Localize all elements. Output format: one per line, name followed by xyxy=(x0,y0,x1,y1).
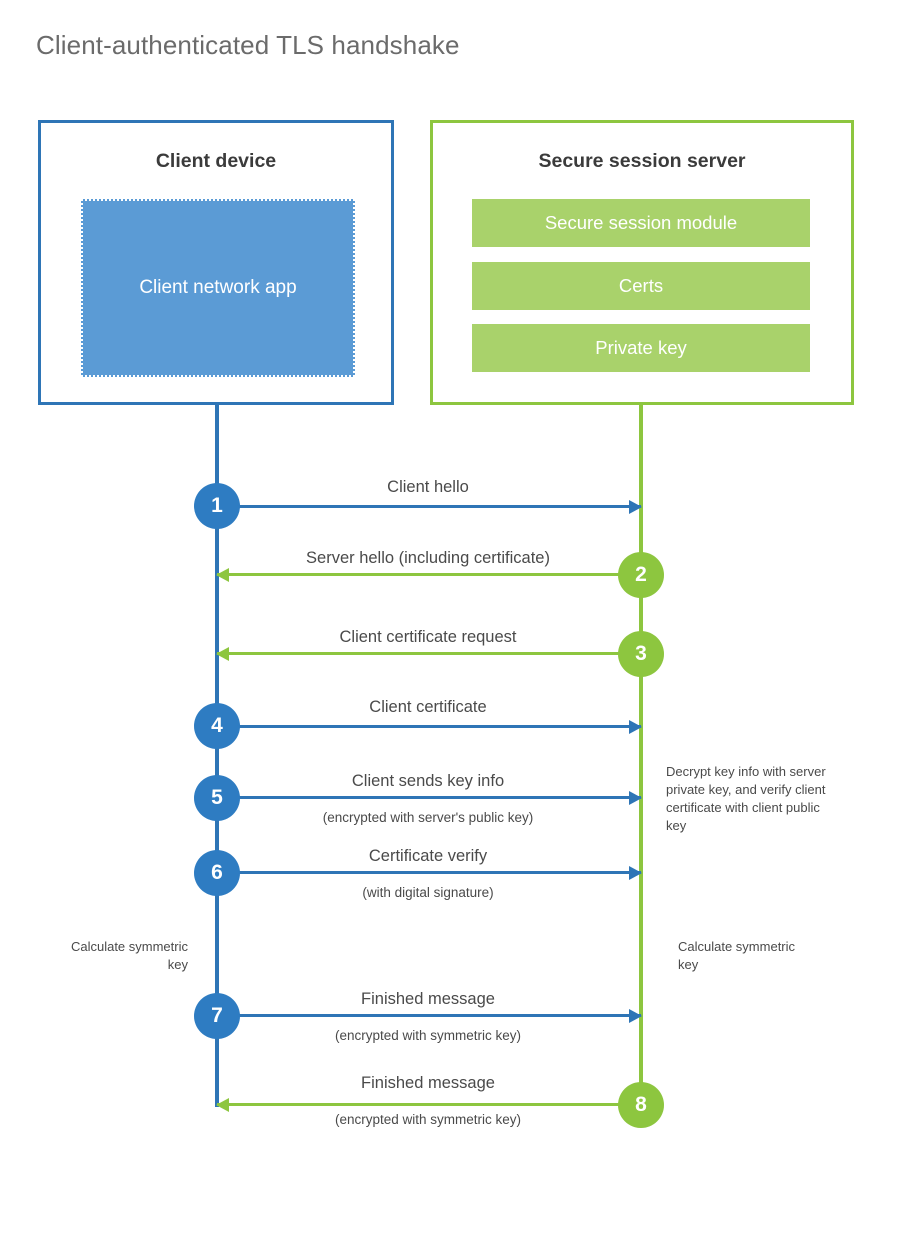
arrow-step-6 xyxy=(217,865,642,880)
client-device-box: Client device Client network app xyxy=(38,120,394,405)
message-label-step-4: Client certificate xyxy=(369,698,487,716)
server-component-private-key: Private key xyxy=(472,324,810,372)
client-device-title: Client device xyxy=(155,150,277,172)
arrow-step-3 xyxy=(216,646,641,661)
server-lifeline xyxy=(639,405,643,1107)
message-sublabel-step-6: (with digital signature) xyxy=(362,885,494,900)
message-label-step-2: Server hello (including certificate) xyxy=(306,549,550,567)
arrowhead-right-icon xyxy=(629,719,642,734)
arrowhead-right-icon xyxy=(629,790,642,805)
step-marker-6: 6 xyxy=(194,850,240,896)
client-network-app-block: Client network app xyxy=(81,199,355,377)
server-component-secure-session-module: Secure session module xyxy=(472,199,810,247)
step-marker-8: 8 xyxy=(618,1082,664,1128)
message-label-step-7: Finished message xyxy=(361,990,495,1008)
step-marker-7: 7 xyxy=(194,993,240,1039)
client-network-app-label: Client network app xyxy=(139,277,297,298)
arrowhead-left-icon xyxy=(216,1097,229,1112)
server-calculate-symmetric-key-note: Calculate symmetric key xyxy=(678,939,796,972)
client-calculate-symmetric-key-note: Calculate symmetric key xyxy=(70,939,188,972)
arrow-step-4 xyxy=(217,719,642,734)
message-sublabel-step-5: (encrypted with server's public key) xyxy=(322,810,534,825)
message-label-step-6: Certificate verify xyxy=(368,847,488,865)
arrow-step-1 xyxy=(217,499,642,514)
arrow-step-7 xyxy=(217,1008,642,1023)
arrow-step-2 xyxy=(216,567,641,582)
secure-session-server-title: Secure session server xyxy=(538,150,746,172)
arrowhead-right-icon xyxy=(629,499,642,514)
arrowhead-left-icon xyxy=(216,567,229,582)
message-label-step-5: Client sends key info xyxy=(351,772,505,790)
arrowhead-left-icon xyxy=(216,646,229,661)
message-label-step-8: Finished message xyxy=(361,1074,495,1092)
step-marker-2: 2 xyxy=(618,552,664,598)
message-label-step-1: Client hello xyxy=(387,478,469,496)
page-title: Client-authenticated TLS handshake xyxy=(36,30,460,60)
arrowhead-right-icon xyxy=(629,865,642,880)
step-marker-1: 1 xyxy=(194,483,240,529)
step-marker-3: 3 xyxy=(618,631,664,677)
message-sublabel-step-7: (encrypted with symmetric key) xyxy=(334,1028,522,1043)
message-sublabel-step-8: (encrypted with symmetric key) xyxy=(334,1112,522,1127)
arrowhead-right-icon xyxy=(629,1008,642,1023)
arrow-step-8 xyxy=(216,1097,641,1112)
step-marker-4: 4 xyxy=(194,703,240,749)
secure-session-server-box: Secure session server Secure session mod… xyxy=(430,120,854,405)
server-component-certs: Certs xyxy=(472,262,810,310)
step-marker-5: 5 xyxy=(194,775,240,821)
arrow-step-5 xyxy=(217,790,642,805)
server-decrypt-note: Decrypt key info with server private key… xyxy=(666,764,826,833)
client-lifeline xyxy=(215,405,219,1107)
message-label-step-3: Client certificate request xyxy=(339,628,517,646)
